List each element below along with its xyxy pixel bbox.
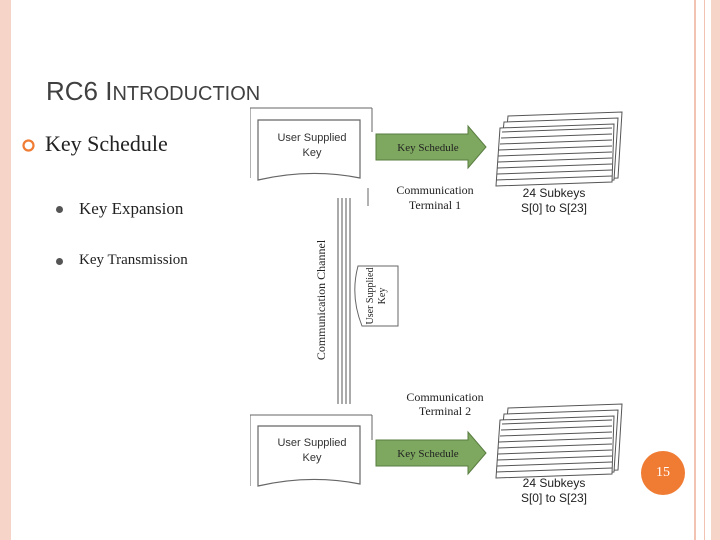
subkey-stack-2 [495, 403, 623, 479]
dot-bullet-icon [56, 258, 63, 265]
bullet-key-expansion: Key Expansion [79, 199, 184, 218]
subkeys-label-2: 24 Subkeys [523, 476, 586, 490]
terminal-2-label: Communication [406, 390, 483, 404]
page-number-badge: 15 [641, 451, 685, 495]
bullet-key-transmission: Key Transmission [79, 252, 188, 268]
channel-label: Communication Channel [314, 239, 328, 360]
terminal-2-frame [250, 414, 373, 486]
subkeys-range-2: S[0] to S[23] [521, 491, 587, 505]
user-key-label-2b: Key [303, 452, 322, 464]
circle-bullet-icon [22, 139, 35, 152]
slide-border-line [704, 0, 705, 540]
subkeys-label-1: 24 Subkeys [523, 186, 586, 200]
dot-bullet-icon [56, 206, 63, 213]
bullet-key-schedule: Key Schedule [45, 131, 168, 156]
terminal-1-label: Communication [396, 183, 473, 197]
terminal-1-label-b: Terminal 1 [409, 198, 461, 212]
communication-channel [337, 198, 351, 404]
key-schedule-arrow-2: Key Schedule [375, 430, 487, 476]
user-key-label-2: User Supplied [277, 437, 346, 449]
terminal-1-frame [250, 107, 373, 178]
user-key-label-1: User Supplied [277, 132, 346, 144]
subkey-stack-1 [495, 111, 623, 187]
slide-border-right [711, 0, 720, 540]
slide-border-left [0, 0, 11, 540]
key-distribution-diagram: User Supplied Key Key Schedule Communica… [250, 107, 623, 505]
user-key-document-2: User Supplied Key [257, 425, 361, 487]
user-key-label-1b: Key [303, 147, 322, 159]
terminal-2-label-b: Terminal 2 [419, 404, 471, 418]
key-schedule-label-2: Key Schedule [397, 448, 459, 460]
slide-border-line [694, 0, 696, 540]
key-schedule-arrow-1: Key Schedule [375, 124, 487, 170]
transmitted-key-label-b: Key [377, 288, 388, 305]
key-schedule-label-1: Key Schedule [397, 142, 459, 154]
user-key-document-1: User Supplied Key [257, 119, 361, 181]
transmitted-key-document: User Supplied Key [354, 265, 399, 327]
slide-title: RC6 INTRODUCTION [46, 76, 261, 106]
transmitted-key-label: User Supplied [365, 268, 376, 325]
subkeys-range-1: S[0] to S[23] [521, 201, 587, 215]
